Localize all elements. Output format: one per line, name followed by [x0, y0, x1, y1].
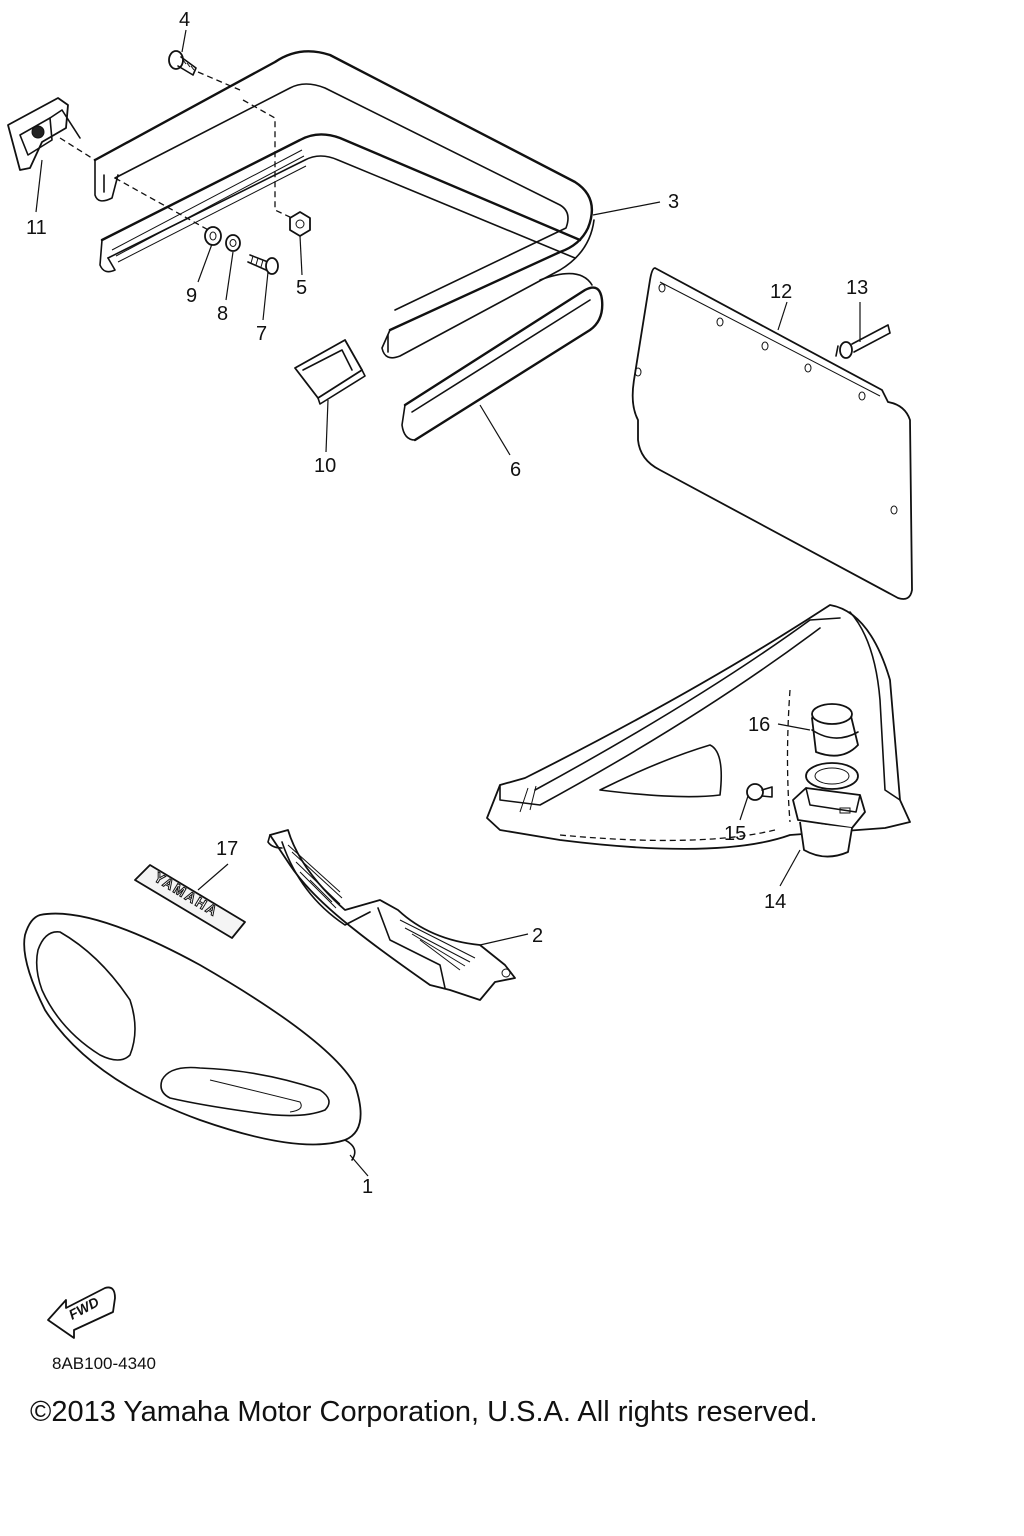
part-17-decal: YAMAHA — [134, 864, 246, 939]
diagram-reference-number: 8AB100-4340 — [52, 1354, 156, 1373]
callout-labels: 4 11 3 9 8 7 5 10 6 12 13 16 15 14 17 2 … — [26, 9, 868, 1198]
part-12-panel — [631, 267, 913, 600]
part-9-washer — [204, 226, 222, 246]
part-16-cap — [811, 703, 859, 757]
callout-7: 7 — [256, 323, 267, 345]
part-3-rail-guard — [93, 50, 595, 359]
callout-9: 9 — [186, 285, 197, 307]
part-10-cap — [294, 339, 366, 405]
dashed-line-9 — [114, 177, 213, 233]
part-8-washer — [225, 234, 241, 252]
callout-2: 2 — [532, 925, 543, 947]
callout-12: 12 — [770, 281, 792, 303]
part-14-fitting — [792, 762, 866, 858]
part-2-vent — [267, 829, 516, 1001]
callout-16: 16 — [748, 714, 770, 736]
callout-10: 10 — [314, 455, 336, 477]
hull-housing — [486, 604, 911, 850]
dashed-line-11 — [59, 137, 96, 161]
dashed-line-5 — [242, 99, 293, 219]
copyright-notice: ©2013 Yamaha Motor Corporation, U.S.A. A… — [30, 1396, 818, 1428]
part-13-rivet — [835, 324, 891, 359]
callout-14: 14 — [764, 891, 786, 913]
part-5-nut — [289, 211, 311, 237]
callout-4: 4 — [179, 9, 190, 31]
callout-8: 8 — [217, 303, 228, 325]
part-1-grille-frame — [23, 912, 362, 1161]
part-15-plug — [746, 783, 773, 801]
fwd-arrow-icon: FWD — [47, 1286, 116, 1339]
callout-1: 1 — [362, 1176, 373, 1198]
leader-lines — [35, 29, 861, 1177]
part-11-bracket — [7, 97, 81, 171]
part-6-lower-rail — [401, 272, 604, 442]
callout-6: 6 — [510, 459, 521, 481]
part-3-rubber-strip — [99, 133, 582, 273]
callout-15: 15 — [724, 823, 746, 845]
callout-13: 13 — [846, 277, 868, 299]
part-4-screw — [168, 50, 197, 76]
callout-17: 17 — [216, 838, 238, 860]
callout-5: 5 — [296, 277, 307, 299]
vent-mesh — [287, 844, 476, 971]
callout-3: 3 — [668, 191, 679, 213]
part-7-bolt — [247, 254, 279, 275]
dashed-line-4 — [197, 71, 241, 91]
callout-11: 11 — [26, 217, 47, 239]
